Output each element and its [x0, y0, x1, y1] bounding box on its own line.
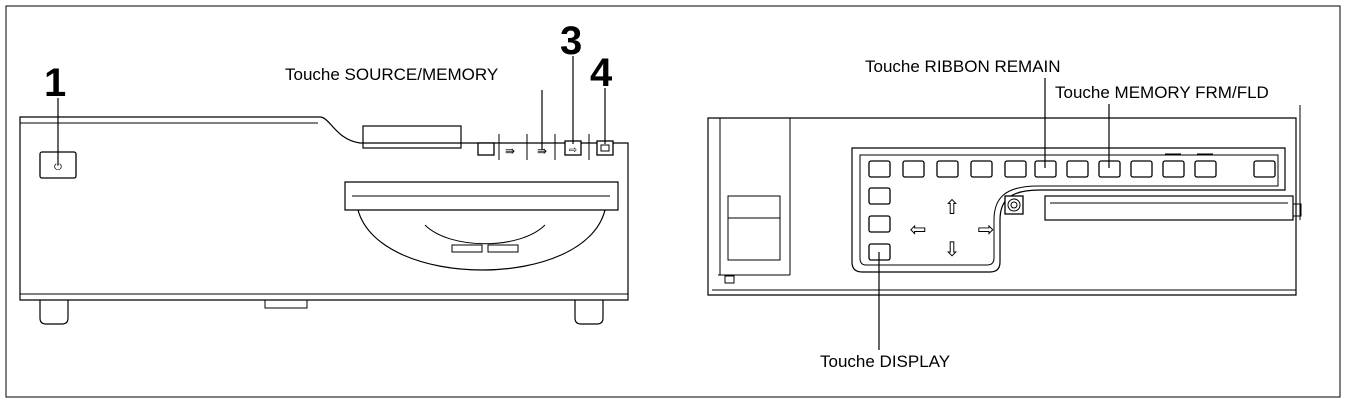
panel-button[interactable] [902, 160, 925, 178]
panel-button[interactable] [1130, 160, 1153, 178]
left-foot [39, 300, 69, 325]
arrow-up-icon[interactable]: ⇧ [944, 197, 961, 219]
panel-button[interactable] [1194, 160, 1217, 178]
panel-button[interactable] [936, 160, 959, 178]
paper-tray-slot [344, 181, 619, 211]
bottom-tab [264, 299, 308, 309]
callout-3: 3 [560, 19, 582, 63]
label-ribbon-remain: Touche RIBBON REMAIN [865, 57, 1061, 76]
control-recess-inner [859, 154, 1279, 266]
card-slot [727, 195, 781, 261]
panel-button[interactable] [1253, 160, 1276, 178]
left-small-button[interactable] [477, 142, 495, 156]
power-icon: ⏻ [54, 162, 62, 173]
card-slot-inner [727, 217, 781, 261]
knob-icon-inner [1010, 201, 1018, 209]
panel-button[interactable] [1162, 160, 1185, 178]
left-display-window [362, 125, 462, 149]
paper-tray-inner-curve [424, 224, 546, 245]
right-foot [574, 300, 604, 325]
label-display: Touche DISPLAY [820, 352, 950, 371]
memory-arrow-icon: ⇛ [537, 144, 547, 158]
slot-latch [1292, 203, 1302, 217]
arrow-right-icon[interactable]: ⇨ [978, 219, 995, 241]
label-memory-frm-fld: Touche MEMORY FRM/FLD [1055, 83, 1269, 102]
knob-icon [1007, 198, 1021, 212]
arrow-left-icon[interactable]: ⇦ [910, 219, 927, 241]
right-printer-panel: ⇦ ⇧ ⇩ ⇨ [707, 105, 1302, 296]
panel-button[interactable] [1066, 160, 1089, 178]
indicator-lamp [724, 275, 735, 284]
arrow-down-icon[interactable]: ⇩ [944, 239, 961, 261]
callout-1: 1 [44, 61, 66, 105]
tray-tab-right [487, 244, 519, 253]
right-panel-body [707, 117, 1297, 296]
panel-button[interactable] [868, 160, 891, 178]
left-printer-front: ⏻ ⇛ ⇛ ⇨ [19, 116, 629, 325]
outer-frame [5, 5, 1341, 398]
source-arrow-icon: ⇛ [505, 144, 515, 158]
left-printer-body [19, 116, 629, 301]
print-arrow-icon: ⇨ [569, 145, 577, 156]
right-paper-slot [1044, 195, 1294, 221]
callout-4: 4 [590, 51, 613, 95]
label-source-memory: Touche SOURCE/MEMORY [285, 65, 498, 84]
capture-icon [600, 144, 610, 152]
control-recess-outer [851, 147, 1286, 273]
panel-button[interactable] [868, 215, 891, 233]
panel-button[interactable] [1004, 160, 1027, 178]
tray-tab-left [451, 244, 483, 253]
paper-tray-curve [357, 209, 606, 271]
panel-button[interactable] [868, 187, 891, 205]
panel-button[interactable] [970, 160, 993, 178]
